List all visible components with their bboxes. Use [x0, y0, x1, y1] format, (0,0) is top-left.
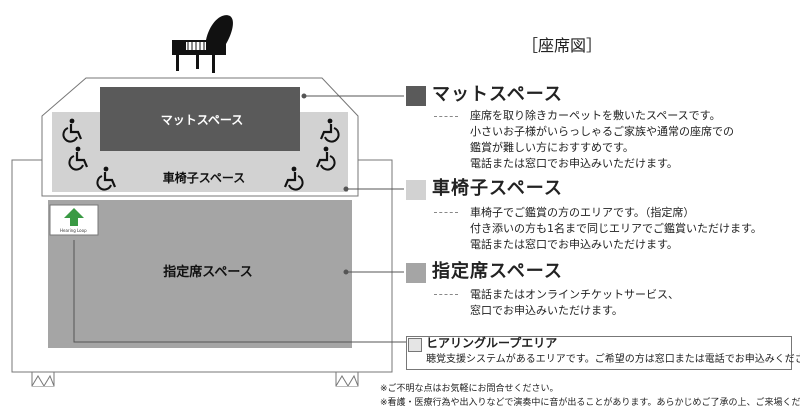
wheelchair-icon: [319, 118, 340, 143]
wheelchair-desc-2: 付き添いの方も1名まで同じエリアでご鑑賞いただけます。: [470, 222, 762, 235]
reserved-desc-2: 窓口でお申込みいただけます。: [470, 304, 623, 317]
note-1: ※ご不明な点はお気軽にお問合せください。: [380, 384, 559, 394]
reserved-zone-label: 指定席スペース: [163, 264, 252, 280]
reserved-desc-1: 電話またはオンラインチケットサービス、: [470, 288, 679, 301]
hearing-loop-title: ヒアリングループエリア: [426, 336, 558, 350]
reserved-zone: [48, 200, 352, 348]
grand-piano-icon: [172, 15, 233, 73]
wheelchair-desc-1: 車椅子でご鑑賞の方のエリアです。（指定席）: [470, 206, 695, 219]
wheelchair-icon: [62, 118, 83, 143]
doors: [31, 371, 359, 387]
hearing-loop-desc: 聴覚支援システムがあるエリアです。ご希望の方は窓口または電話でお申込みください。: [426, 354, 800, 365]
mat-heading: マットスペース: [432, 84, 563, 105]
wheelchair-icon: [96, 166, 117, 191]
mat-dash: [434, 116, 458, 117]
hearing-loop-box: [406, 336, 792, 370]
reserved-heading: 指定席スペース: [432, 261, 563, 282]
hearing-connector: [73, 240, 406, 343]
note-2: ※看護・医療行為や出入りなどで演奏中に音が出ることがあります。あらかじめご了承の…: [380, 398, 800, 408]
hearing-loop-swatch: [408, 338, 422, 352]
mat-desc-4: 電話または窓口でお申込みいただけます。: [470, 157, 678, 170]
wheelchair-heading: 車椅子スペース: [432, 178, 563, 199]
mat-desc-2: 小さいお子様がいらっしゃるご家族や通常の座席での: [470, 125, 734, 138]
hearing-loop-icon: [64, 208, 84, 226]
mat-zone: [100, 87, 300, 151]
wheelchair-desc-3: 電話または窓口でお申込みいただけます。: [470, 238, 678, 251]
mat-desc-3: 鑑賞が難しい方におすすめです。: [470, 141, 634, 154]
wheelchair-zone-label: 車椅子スペース: [163, 170, 246, 185]
wheelchair-icon: [283, 166, 304, 191]
diagram-title: ［座席図］: [522, 36, 603, 55]
reserved-swatch: [406, 263, 426, 283]
reserved-dash: [434, 294, 458, 295]
connector-lines: [73, 93, 406, 343]
mat-desc-1: 座席を取り除きカーペットを敷いたスペースです。: [470, 109, 721, 122]
wheelchair-icon: [68, 146, 89, 171]
wheelchair-swatch: [406, 180, 426, 200]
hearing-loop-sign: Hearing Loop: [49, 204, 99, 236]
hearing-loop-sign-text: Hearing Loop: [60, 228, 87, 233]
wheelchair-icon: [315, 146, 336, 171]
wheelchair-dash: [434, 212, 458, 213]
mat-swatch: [406, 86, 426, 106]
mat-zone-label: マットスペース: [161, 113, 244, 127]
